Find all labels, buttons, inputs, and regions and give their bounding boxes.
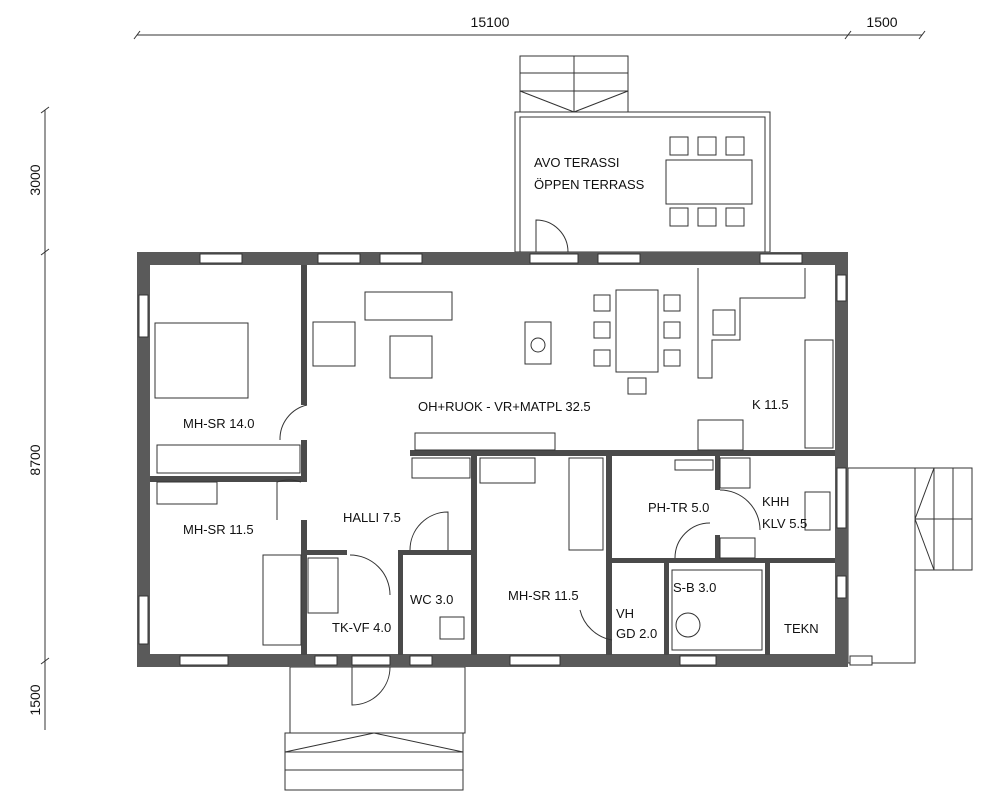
room-label-closet: TK-VF 4.0 — [332, 620, 391, 635]
room-label-bath: PH-TR 5.0 — [648, 500, 709, 515]
dimension-lines — [40, 30, 926, 730]
room-label-bedroom3: MH-SR 11.5 — [508, 588, 579, 603]
room-label-wardrobe-fi: VH — [616, 606, 634, 621]
dimension-left-main: 8700 — [27, 444, 43, 475]
room-label-hall: HALLI 7.5 — [343, 510, 401, 525]
room-label-bedroom2: MH-SR 11.5 — [183, 522, 254, 537]
room-label-bedroom1: MH-SR 14.0 — [183, 416, 255, 431]
side-porch — [847, 467, 973, 664]
room-label-sauna: S-B 3.0 — [673, 580, 716, 595]
room-label-living: OH+RUOK - VR+MATPL 32.5 — [418, 399, 591, 414]
furniture — [154, 268, 834, 651]
room-label-kitchen: K 11.5 — [752, 397, 789, 412]
dimension-top-main: 15100 — [471, 14, 510, 30]
terrace — [514, 55, 771, 253]
entry-porch — [284, 666, 466, 791]
room-label-wardrobe-sv: GD 2.0 — [616, 626, 657, 641]
interior-walls — [150, 265, 835, 655]
exterior-walls — [137, 252, 873, 667]
dimension-left-terrace: 3000 — [27, 164, 43, 195]
room-label-technical: TEKN — [784, 621, 819, 636]
dimension-top-porch: 1500 — [866, 14, 897, 30]
room-label-wc: WC 3.0 — [410, 592, 453, 607]
dimension-left-entry: 1500 — [27, 684, 43, 715]
room-label-terrace-fi: AVO TERASSI — [534, 155, 620, 170]
room-label-utility-fi: KHH — [762, 494, 789, 509]
room-label-terrace-sv: ÖPPEN TERRASS — [534, 177, 645, 192]
room-label-utility-sv: KLV 5.5 — [762, 516, 807, 531]
